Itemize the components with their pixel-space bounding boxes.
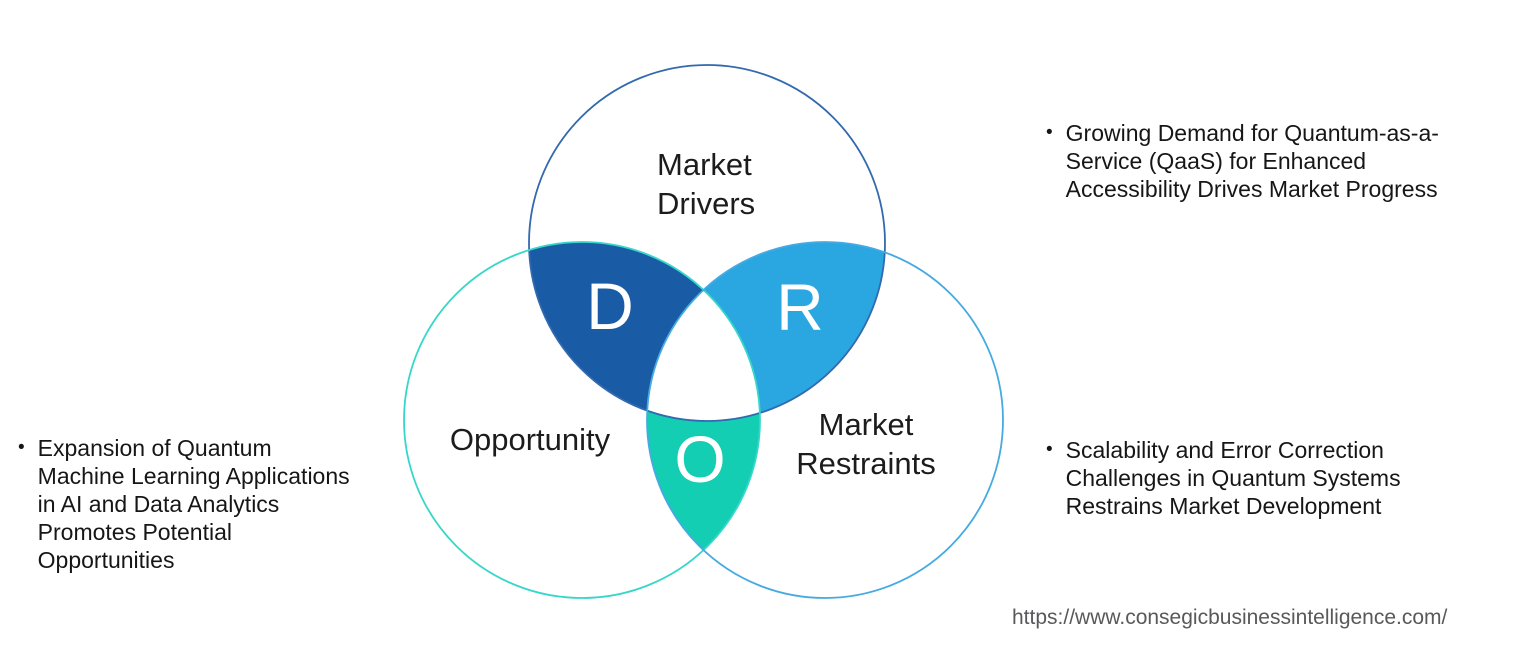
bullet-icon: • [18, 437, 25, 458]
opportunity-label: Opportunity [449, 422, 611, 457]
opportunity-bullet-block: • Expansion of Quantum Machine Learning … [18, 434, 350, 574]
restraints-circle-outline [646, 241, 1004, 599]
drivers-circle-outline [528, 64, 886, 422]
opportunity-circle-outline [403, 241, 761, 599]
drivers-bullet-block: • Growing Demand for Quantum-as-a- Servi… [1046, 119, 1439, 203]
region-letter-d: D [586, 269, 634, 343]
bullet-icon: • [1046, 122, 1053, 143]
region-letter-r: R [776, 270, 824, 344]
market-restraints-label: Market Restraints [796, 407, 936, 481]
market-drivers-label: Market Drivers [657, 147, 756, 221]
bullet-icon: • [1046, 439, 1053, 460]
restraints-bullet-text: Scalability and Error Correction Challen… [1065, 437, 1401, 519]
source-url: https://www.consegicbusinessintelligence… [1012, 606, 1448, 629]
restraints-bullet-block: • Scalability and Error Correction Chall… [1046, 436, 1401, 520]
drivers-bullet-text: Growing Demand for Quantum-as-a- Service… [1065, 120, 1439, 202]
region-letter-o: O [674, 422, 726, 496]
opportunity-bullet-text: Expansion of Quantum Machine Learning Ap… [37, 435, 350, 573]
